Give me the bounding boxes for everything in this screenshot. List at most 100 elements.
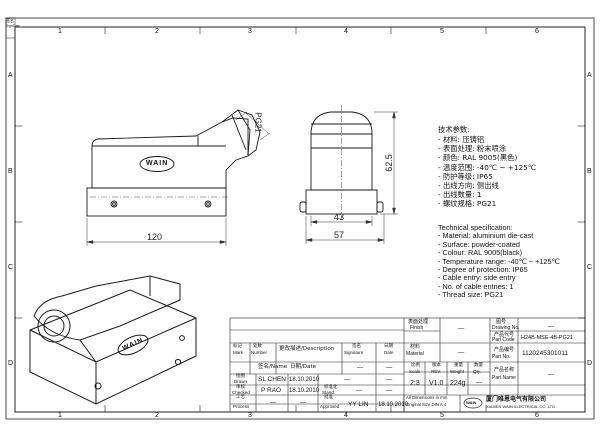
side-label-line1: 签名 bbox=[6, 18, 14, 23]
drawing-no-label-cn: 图号 bbox=[496, 319, 507, 325]
qty-label-en: Qty. bbox=[473, 369, 481, 374]
part-code-label-en: Part Code bbox=[492, 337, 515, 343]
specs-cn-title: 技术参数: bbox=[438, 125, 470, 134]
zone-label-bottom-2: 2 bbox=[155, 412, 159, 419]
scale-value: 2:3 bbox=[410, 380, 420, 387]
material-value: — bbox=[458, 349, 465, 356]
isometric-view bbox=[29, 275, 197, 405]
part-no-value: 1120245301011 bbox=[522, 350, 569, 357]
specs-cn-item: - 螺纹规格: PG21 bbox=[438, 199, 497, 209]
rev-label-en: REV. bbox=[431, 369, 442, 374]
rev-label-cn: 版本 bbox=[432, 363, 441, 368]
drawing-no-value: — bbox=[548, 323, 555, 330]
dim-width-small: 43 bbox=[334, 212, 345, 222]
dims-note-1: All Dimensions in mm bbox=[406, 395, 448, 400]
name-column-label: 签名/Name bbox=[258, 364, 288, 370]
part-no-label-cn: 产品编号 bbox=[494, 347, 515, 353]
zone-label-top-4: 4 bbox=[344, 28, 348, 35]
zone-label-right-d: D bbox=[587, 360, 593, 367]
specs-cn-item: - 表面处理: 粉末喷涂 bbox=[438, 144, 507, 154]
date-label-en: Date bbox=[384, 350, 394, 355]
process-label-cn: 工艺 bbox=[236, 395, 245, 400]
desc-blank-1: — bbox=[357, 364, 364, 371]
qty-label-cn: 数量 bbox=[474, 363, 483, 368]
front-view-logo-text: WAIN bbox=[146, 160, 169, 167]
outer-frame bbox=[5, 17, 595, 420]
process-name: — bbox=[270, 399, 277, 406]
finish-label-en: Finish bbox=[410, 325, 424, 331]
drawing-no-label-en: Drawing No. bbox=[492, 325, 520, 331]
drawn-date: 18.10.2010 bbox=[289, 377, 320, 383]
checked-name: P RAO bbox=[261, 387, 282, 394]
specs-en-item: - Cable entry: side entry bbox=[438, 273, 516, 283]
front-view-housing bbox=[91, 117, 249, 189]
specs-en-item: - Material: aluminium die-cast bbox=[438, 231, 534, 241]
scale-label-cn: 比例 bbox=[411, 363, 420, 368]
specs-en-item: - No. of cable entries: 1 bbox=[438, 281, 514, 291]
number-label-cn: 处数 bbox=[253, 344, 262, 349]
zone-label-top-5: 5 bbox=[440, 28, 444, 35]
dim-120-line bbox=[86, 218, 227, 246]
specs-cn-item: - 材料: 压铸铝 bbox=[438, 135, 485, 144]
checked-label-cn: 审核 bbox=[236, 385, 245, 390]
company-name-en: XIAMEN WAIN ELECTRICAL CO.,LTD bbox=[486, 404, 555, 409]
zone-label-right-c: C bbox=[587, 264, 593, 271]
specs-en-title: Technical specification: bbox=[438, 223, 513, 232]
zone-label-bottom-1: 1 bbox=[58, 412, 62, 419]
zone-label-right-b: B bbox=[587, 168, 592, 175]
zone-label-side-a: A bbox=[8, 72, 13, 79]
rev-value: V1.0 bbox=[429, 380, 444, 387]
qty-value: — bbox=[476, 379, 483, 386]
specs-cn-item: - 颜色: RAL 9005(黑色) bbox=[438, 153, 518, 163]
title-block-grid bbox=[229, 317, 586, 413]
checked-date: 18.10.2010 bbox=[289, 388, 320, 394]
zone-label-bottom-6: 6 bbox=[535, 412, 539, 419]
part-name-label-en: Part Name bbox=[492, 375, 516, 381]
approved-date: 18.10.2010 bbox=[378, 402, 409, 408]
stand-label-en: Stand. bbox=[322, 390, 336, 395]
specs-cn-item: - 温度范围: -40℃ ~ +125℃ bbox=[438, 162, 537, 172]
process-label-en: Process bbox=[233, 404, 250, 409]
front-view-logo-oval bbox=[139, 156, 175, 172]
zone-label-side-b: B bbox=[8, 168, 13, 175]
zone-label-side-d: D bbox=[8, 360, 14, 367]
approved-label-cn: 批准 bbox=[324, 395, 333, 400]
description-label: 更改描述/Description bbox=[279, 346, 335, 352]
zone-label-bottom-4: 4 bbox=[344, 412, 348, 419]
side-label-box bbox=[5, 17, 16, 39]
part-code-value: H24B-MSE-4B-PG21 bbox=[521, 335, 573, 341]
dim-width-total: 57 bbox=[334, 230, 345, 240]
drawn-sign: — bbox=[344, 376, 351, 383]
drawn-name: SL CHEN bbox=[258, 376, 286, 383]
zone-label-top-1: 1 bbox=[58, 28, 62, 35]
mark-label-en: Mark bbox=[233, 350, 243, 355]
dim-side-lines bbox=[305, 111, 398, 244]
drawn-label-en: Drawn bbox=[234, 379, 248, 384]
specs-en-item: - Temperature range: -40℃ ~ +125℃ bbox=[438, 256, 560, 266]
dim-pg21-line bbox=[235, 111, 271, 141]
signature-label-en: Signature bbox=[344, 350, 364, 355]
weight-label-cn: 重量 bbox=[454, 363, 463, 368]
checked-label-en: Checked bbox=[232, 390, 250, 395]
part-name-label-cn: 产品名称 bbox=[494, 367, 515, 373]
stand-date: — bbox=[386, 387, 393, 394]
zone-label-top-3: 3 bbox=[248, 28, 252, 35]
specs-cn-item: - 出线数量: 1 bbox=[438, 190, 482, 200]
stand-label-cn: 标准化 bbox=[324, 385, 338, 390]
zone-label-top-6: 6 bbox=[535, 28, 539, 35]
part-name-value: — bbox=[548, 371, 555, 378]
desc-blank-2: — bbox=[386, 364, 393, 371]
front-view bbox=[86, 109, 261, 217]
dim-height: 62.5 bbox=[383, 154, 394, 172]
scale-label-en: Scale bbox=[409, 369, 421, 374]
specs-en-item: - Colour: RAL 9005(black) bbox=[438, 248, 523, 258]
date-column-label: 日期/Date bbox=[290, 364, 316, 370]
company-name-cn: 厦门唯恩电气有限公司 bbox=[486, 396, 547, 403]
approved-label-en: Approved bbox=[320, 404, 340, 409]
finish-value: — bbox=[458, 325, 465, 332]
side-view bbox=[299, 105, 384, 220]
title-block-logo-oval bbox=[463, 397, 483, 409]
process-date: — bbox=[300, 399, 307, 406]
mark-label-cn: 标记 bbox=[233, 344, 242, 349]
